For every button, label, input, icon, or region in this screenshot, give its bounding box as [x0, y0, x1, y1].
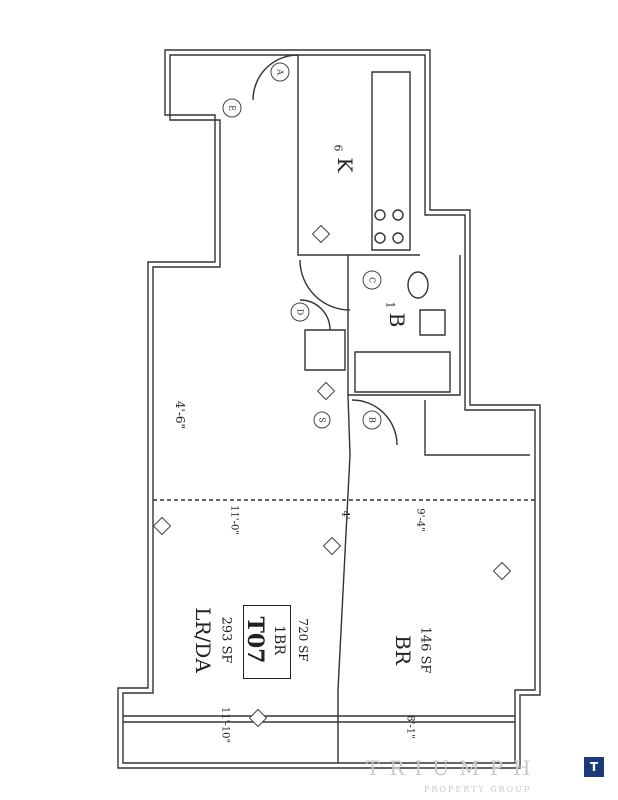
watermark-name: TRIUMPH [366, 756, 541, 780]
bath-wall [347, 255, 461, 396]
door-tag-circle [313, 411, 331, 429]
door-swing-b [351, 399, 398, 446]
door-tag-circle [222, 98, 242, 118]
dim-bedroom-width: 9'-4" [414, 508, 426, 532]
diamond-mark [248, 708, 268, 728]
burner [374, 209, 386, 221]
door-tag-circle [362, 410, 382, 430]
unit-tag-box [243, 605, 291, 679]
dim-living-width: 11'-0" [228, 505, 240, 535]
burner [392, 209, 404, 221]
bedroom-closet [424, 400, 530, 456]
bath-label: B [385, 312, 409, 328]
door-tag-e: E [227, 105, 237, 111]
unit-type: 1BR [271, 625, 287, 655]
diamond-mark [311, 224, 331, 244]
kitchen-wall [297, 55, 420, 256]
living-room-area: 293 SF [218, 616, 234, 664]
closet [304, 329, 346, 371]
bathtub [354, 351, 451, 393]
unit-total-area: 720 SF [296, 618, 310, 662]
bedroom-label: BR [391, 635, 415, 665]
diamond-mark [316, 381, 336, 401]
outer-wall [117, 49, 541, 769]
diamond-mark [152, 516, 172, 536]
kitchen-number: 6 [331, 144, 345, 152]
dim-living-length: 4' [339, 510, 351, 520]
door-tag-a: A [275, 69, 285, 75]
sink [419, 309, 446, 336]
watermark-logo-icon: T [584, 757, 604, 777]
door-swing-a [252, 54, 299, 101]
bedroom-area: 146 SF [417, 626, 433, 674]
toilet [407, 271, 429, 299]
dim-living-height: 4'-6" [173, 400, 187, 430]
dim-bedroom-width-bottom: 8'-1" [404, 715, 416, 739]
burner [392, 232, 404, 244]
door-tag-d: D [295, 308, 305, 316]
kitchen-label: K [333, 157, 357, 173]
door-tag-b: B [367, 417, 377, 423]
diamond-mark [322, 536, 342, 556]
watermark-subtitle: PROPERTY GROUP [424, 785, 532, 794]
living-room-label: LR/DA [191, 607, 215, 673]
bedroom-wall [337, 394, 351, 763]
unit-number: T07 [242, 616, 268, 664]
door-tag-circle [362, 270, 382, 290]
door-swing-c [299, 259, 351, 311]
diamond-mark [492, 561, 512, 581]
door-tag-s: S [317, 417, 327, 423]
door-tag-c: C [367, 276, 377, 284]
door-tag-circle [290, 302, 310, 322]
bath-number: 1 [383, 301, 397, 309]
door-swing-d [299, 299, 331, 331]
burner [374, 232, 386, 244]
door-tag-circle [270, 62, 290, 82]
outer-wall-inner [122, 54, 536, 764]
dim-living-width-bottom: 11'-10" [219, 706, 231, 744]
kitchen-counter [371, 71, 411, 251]
